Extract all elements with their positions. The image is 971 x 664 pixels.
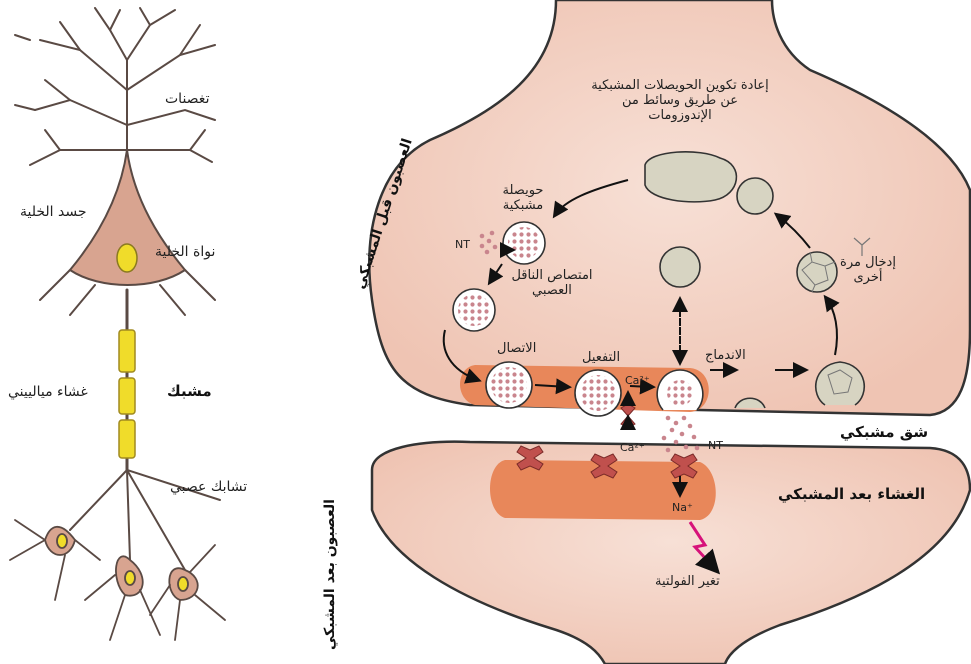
label-nucleus: نواة الخلية <box>155 245 215 260</box>
nucleus <box>117 244 137 272</box>
label-voltage-change: تغير الفولتية <box>655 574 720 589</box>
label-fusion: الاندماج <box>705 348 746 363</box>
myelin-sheath <box>119 330 135 458</box>
label-synapse: مشبك <box>167 384 212 399</box>
label-ca-ion: Ca²⁺ <box>625 373 650 388</box>
reentry-vesicle <box>797 252 837 292</box>
label-cell-body: جسد الخلية <box>20 205 87 220</box>
label-priming: التفعيل <box>582 350 620 365</box>
label-myelin: غشاء ميالييني <box>8 385 88 400</box>
label-postsynaptic: العصبون بعد المشبكي <box>322 499 338 650</box>
target-neurons <box>10 520 225 640</box>
label-endosome-recycling: إعادة تكوين الحويصلات المشبكية عن طريق و… <box>590 78 770 123</box>
empty-vesicle <box>660 247 700 287</box>
label-na-ion: Na⁺ <box>672 500 693 515</box>
label-ca-ion-2: Ca²⁺ <box>620 440 645 455</box>
label-postsynaptic-membrane: الغشاء بعد المشبكي <box>778 487 925 502</box>
dendrites <box>15 8 215 165</box>
label-terminal-branches: تشابك عصبي <box>170 480 247 495</box>
empty-vesicle <box>737 178 773 214</box>
label-reentry: إدخال مرة أخرى <box>838 255 898 285</box>
label-dendrites: تغصنات <box>165 92 209 107</box>
label-synaptic-vesicle: حويصلة مشبكية <box>488 183 558 213</box>
label-docking: الاتصال <box>497 341 536 356</box>
collapsing-vesicle <box>816 362 865 405</box>
endosome <box>645 152 736 202</box>
label-nt-right: NT <box>708 438 723 453</box>
label-synaptic-cleft: شق مشبكي <box>840 425 928 440</box>
label-nt-uptake: امتصاص الناقل العصبي <box>502 268 602 298</box>
presynaptic-terminal <box>369 0 970 415</box>
label-nt-left: NT <box>455 237 470 252</box>
